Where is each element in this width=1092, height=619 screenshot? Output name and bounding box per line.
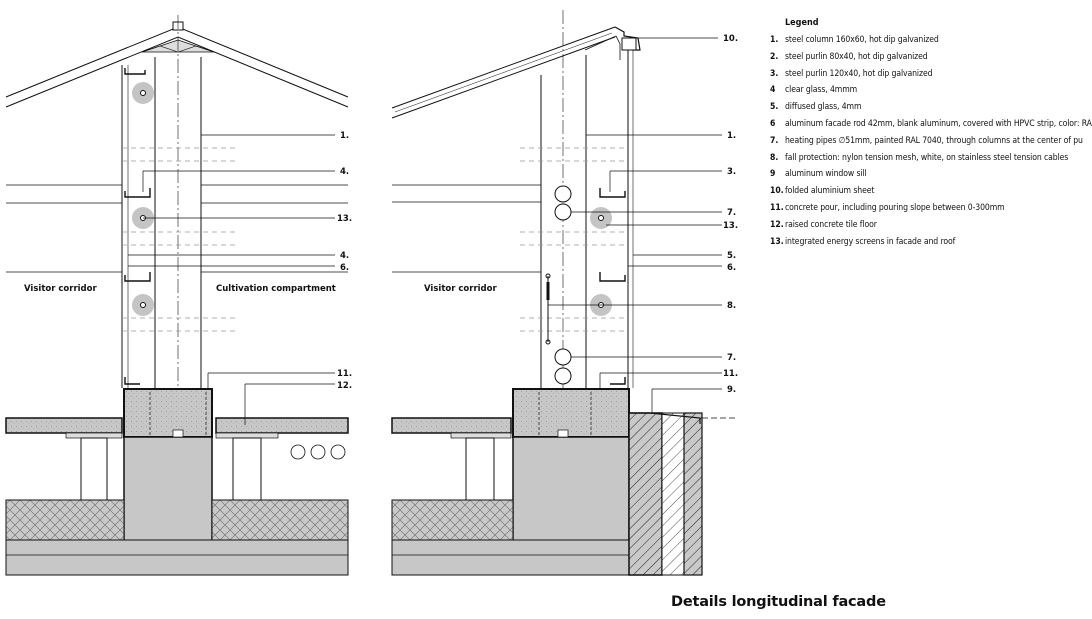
- right-callout-6: 6.: [727, 263, 736, 273]
- legend-item-text: integrated energy screens in facade and …: [785, 236, 956, 247]
- right-roof: [391, 26, 641, 119]
- legend-item-number: 5.: [770, 102, 779, 113]
- left-facade-rods: [124, 68, 151, 385]
- legend-item-number: 12.: [770, 219, 784, 230]
- legend-item-number: 13.: [770, 236, 784, 247]
- right-callout-11: 11.: [723, 369, 738, 379]
- legend-item-number: 8.: [770, 152, 779, 163]
- legend-item-text: steel purlin 120x40, hot dip galvanized: [785, 68, 933, 79]
- legend-item: 11.concrete pour, including pouring slop…: [770, 200, 1078, 217]
- legend-item: 12.raised concrete tile floor: [770, 217, 1078, 234]
- legend-item-number: 10.: [770, 186, 784, 197]
- left-callout-4: 4.: [340, 167, 349, 177]
- left-callout-12: 12.: [337, 381, 352, 391]
- right-callout-3: 3.: [727, 167, 736, 177]
- legend-item: 5. diffused glass, 4mm: [770, 99, 1078, 116]
- legend-title: Legend: [785, 18, 819, 28]
- legend-item-number: 1.: [770, 35, 779, 45]
- legend-item-text: raised concrete tile floor: [785, 219, 877, 230]
- legend-item: 10.folded aluminium sheet: [770, 183, 1078, 200]
- legend-item: 9 aluminum window sill: [770, 166, 1078, 183]
- legend-item: 3. steel purlin 120x40, hot dip galvanize…: [770, 66, 1078, 83]
- right-callout-5: 5.: [727, 251, 736, 261]
- right-callouts: 10. 1. 3. 7. 13. 5. 6. 8. 7. 11. 9. Visi…: [424, 34, 738, 395]
- legend-item-text: steel purlin 80x40, hot dip galvanized: [785, 51, 928, 62]
- right-callout-8: 8.: [727, 301, 736, 311]
- legend-item-text: diffused glass, 4mm: [785, 102, 862, 113]
- legend-item: 13.integrated energy screens in facade a…: [770, 234, 1078, 251]
- legend-list: 1. steel column 160x60, hot dip galvanize…: [770, 32, 1092, 251]
- right-facade-rods: [599, 188, 626, 385]
- left-roof: [5, 21, 349, 108]
- legend-item-number: 7.: [770, 135, 779, 146]
- legend-item-number: 4: [770, 85, 776, 96]
- left-floor: [5, 417, 349, 576]
- right-callout-10: 10.: [723, 34, 738, 44]
- right-pipes: [554, 185, 612, 385]
- right-callout-7: 7.: [727, 208, 736, 218]
- legend-item-text: concrete pour, including pouring slope b…: [785, 202, 1005, 213]
- legend-item-text: heating pipes ∅51mm, painted RAL 7040, t…: [785, 135, 1083, 146]
- left-foundation: [123, 388, 213, 542]
- left-callout-1: 1.: [340, 131, 349, 141]
- right-column: [540, 10, 634, 575]
- legend-item-text: aluminum facade rod 42mm, blank aluminum…: [785, 118, 1092, 129]
- right-visitor-label: Visitor corridor: [424, 284, 497, 294]
- left-callout-13: 13.: [337, 214, 352, 224]
- left-cultivation-label: Cultivation compartment: [216, 284, 336, 294]
- legend-item: 6 aluminum facade rod 42mm, blank aluminu…: [770, 116, 1092, 133]
- legend-item-text: steel column 160x60, hot dip galvanized: [785, 35, 939, 45]
- right-floor: [391, 417, 630, 576]
- left-leaders: [128, 134, 335, 425]
- legend: Legend 1. steel column 160x60, hot dip ga…: [770, 15, 1092, 251]
- right-exterior-wall: [628, 412, 735, 576]
- legend-item-number: 6: [770, 118, 776, 129]
- legend-item-number: 2.: [770, 51, 779, 62]
- legend-item: 2. steel purlin 80x40, hot dip galvanized: [770, 49, 1078, 66]
- left-visitor-label: Visitor corridor: [24, 284, 97, 294]
- right-callout-9: 9.: [727, 385, 736, 395]
- right-detail: 10. 1. 3. 7. 13. 5. 6. 8. 7. 11. 9. Visi…: [391, 10, 738, 576]
- legend-item-number: 9: [770, 169, 776, 180]
- legend-item-text: aluminum window sill: [785, 169, 867, 180]
- right-leaders: [548, 37, 722, 413]
- right-callout-13: 13.: [723, 221, 738, 231]
- legend-item-number: 11.: [770, 202, 784, 213]
- left-callout-4b: 4.: [340, 251, 349, 261]
- legend-item-text: clear glass, 4mmm: [785, 85, 858, 96]
- left-callout-6: 6.: [340, 263, 349, 273]
- legend-item: 4 clear glass, 4mmm: [770, 82, 1078, 99]
- legend-item-text: folded aluminium sheet: [785, 186, 875, 197]
- right-callout-1: 1.: [727, 131, 736, 141]
- page-title: Details longitudinal facade: [671, 594, 886, 610]
- legend-item: 1. steel column 160x60, hot dip galvanize…: [770, 32, 1078, 49]
- right-purlins: [392, 147, 628, 332]
- legend-item-text: fall protection: nylon tension mesh, whi…: [785, 152, 1069, 163]
- legend-item-number: 3.: [770, 68, 779, 79]
- right-callout-7b: 7.: [727, 353, 736, 363]
- right-tension-cable: [545, 273, 551, 345]
- left-purlins: [6, 147, 348, 332]
- left-callouts: 1. 4. 13. 4. 6. 11. 12. Visitor corridor…: [24, 131, 352, 391]
- left-detail: 1. 4. 13. 4. 6. 11. 12. Visitor corridor…: [5, 15, 352, 576]
- legend-item: 7. heating pipes ∅51mm, painted RAL 7040,…: [770, 133, 1083, 150]
- right-foundation: [512, 388, 630, 542]
- left-callout-11: 11.: [337, 369, 352, 379]
- legend-item: 8. fall protection: nylon tension mesh, w…: [770, 150, 1078, 167]
